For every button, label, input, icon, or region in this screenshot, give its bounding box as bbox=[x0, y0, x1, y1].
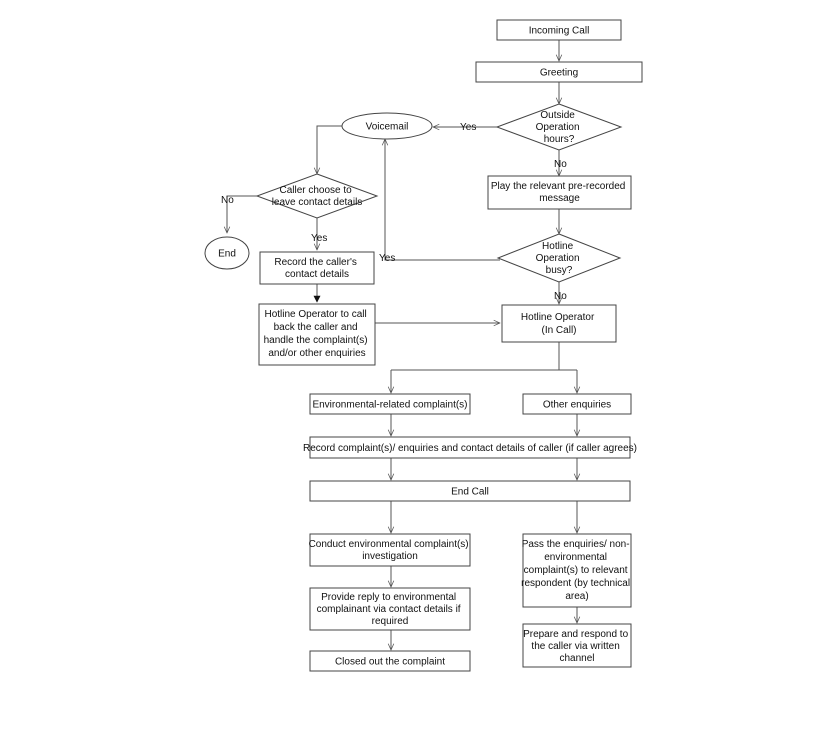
node-prepare-respond-line-3: channel bbox=[559, 653, 594, 664]
node-hotline-busy-line-2: Operation bbox=[536, 253, 580, 264]
node-hotline-busy-line-3: busy? bbox=[546, 265, 573, 276]
svg-text:Outside Operation: Outside Operation hours? bbox=[536, 110, 583, 145]
node-greeting-label: Greeting bbox=[540, 68, 578, 79]
node-conduct-investigation: Conduct environmental complaint(s) inves… bbox=[309, 533, 472, 567]
edge-label-choose-no: No bbox=[221, 195, 234, 206]
node-end-call: End Call bbox=[309, 480, 631, 502]
svg-text:Pass the enquiries/ non-: Pass the enquiries/ non- environmental c… bbox=[521, 539, 633, 602]
node-provide-reply-line-2: complainant via contact details if bbox=[317, 604, 461, 615]
node-record-contact: Record the caller's contact details bbox=[259, 251, 375, 285]
node-other-enquiries-label: Other enquiries bbox=[543, 400, 611, 411]
connectors bbox=[227, 40, 577, 650]
node-record-contact-line-1: Record the caller's bbox=[274, 257, 357, 268]
node-outside-hours-line-3: hours? bbox=[544, 134, 575, 145]
node-hotline-busy-decision: Hotline Operation busy? bbox=[496, 233, 622, 283]
node-caller-choose-decision: Caller choose to leave contact details bbox=[255, 173, 379, 219]
edge-voicemail-to-caller-choose bbox=[317, 125, 342, 174]
node-prepare-respond-line-1: Prepare and respond to bbox=[523, 629, 629, 640]
node-env-complaints-label: Environmental-related complaint(s) bbox=[312, 400, 467, 411]
node-pass-enquiries-line-5: area) bbox=[565, 591, 588, 602]
node-voicemail: Voicemail bbox=[341, 112, 433, 140]
node-record-complaints-label: Record complaint(s)/ enquiries and conta… bbox=[303, 443, 637, 454]
node-caller-choose-line-1: Caller choose to bbox=[279, 185, 352, 196]
node-caller-choose-line-2: leave contact details bbox=[272, 197, 363, 208]
node-voicemail-label: Voicemail bbox=[366, 122, 409, 133]
edge-labels: Yes No No Yes Yes No bbox=[221, 122, 567, 302]
svg-text:Prepare and respond to: Prepare and respond to the caller via wr… bbox=[523, 629, 631, 664]
node-outside-hours-line-1: Outside bbox=[540, 110, 575, 121]
node-record-complaints: Record complaint(s)/ enquiries and conta… bbox=[303, 436, 637, 459]
node-play-message-line-2: message bbox=[539, 193, 580, 204]
node-end-left: End bbox=[204, 236, 250, 270]
node-pass-enquiries-line-2: environmental bbox=[544, 552, 607, 563]
node-hotline-busy-line-1: Hotline bbox=[542, 241, 574, 252]
node-incoming-call: Incoming Call bbox=[496, 19, 622, 41]
edge-label-busy-no: No bbox=[554, 291, 567, 302]
node-prepare-respond-line-2: the caller via written bbox=[531, 641, 619, 652]
node-conduct-investigation-line-1: Conduct environmental complaint(s) bbox=[309, 539, 469, 550]
node-incoming-call-label: Incoming Call bbox=[529, 26, 590, 37]
node-play-message-line-1: Play the relevant pre-recorded bbox=[491, 181, 626, 192]
node-pass-enquiries: Pass the enquiries/ non- environmental c… bbox=[521, 533, 633, 608]
node-operator-in-call-line-1: Hotline Operator bbox=[521, 312, 595, 323]
svg-text:Caller choose to leave: Caller choose to leave contact details bbox=[272, 185, 363, 208]
node-provide-reply: Provide reply to environmental complaina… bbox=[309, 587, 471, 631]
node-pass-enquiries-line-3: complaint(s) to relevant bbox=[524, 565, 628, 576]
svg-text:Hotline Operator (In C: Hotline Operator (In Call) bbox=[521, 312, 597, 336]
node-prepare-respond: Prepare and respond to the caller via wr… bbox=[522, 623, 632, 668]
nodes: Incoming Call Greeting Outside Operation… bbox=[204, 19, 643, 672]
edge-busy-yes-to-voicemail bbox=[385, 139, 500, 261]
node-conduct-investigation-line-2: investigation bbox=[362, 551, 418, 562]
edge-label-outside-no: No bbox=[554, 159, 567, 170]
svg-text:Hotline Operator to call: Hotline Operator to call back the caller… bbox=[264, 309, 371, 359]
svg-text:Conduct environmental complain: Conduct environmental complaint(s) inves… bbox=[309, 539, 472, 562]
edge-choose-no-to-end bbox=[227, 195, 258, 233]
node-outside-hours-line-2: Operation bbox=[536, 122, 580, 133]
edge-label-choose-yes: Yes bbox=[311, 233, 327, 244]
node-end-left-label: End bbox=[218, 249, 236, 260]
node-provide-reply-line-1: Provide reply to environmental bbox=[321, 592, 456, 603]
svg-text:Hotline Operation: Hotline Operation busy? bbox=[536, 241, 583, 276]
node-closed-out: Closed out the complaint bbox=[309, 650, 471, 672]
node-end-call-label: End Call bbox=[451, 487, 489, 498]
node-operator-callback-line-2: back the caller and bbox=[274, 322, 358, 333]
node-pass-enquiries-line-1: Pass the enquiries/ non- bbox=[522, 539, 630, 550]
node-record-contact-line-2: contact details bbox=[285, 269, 349, 280]
node-operator-in-call: Hotline Operator (In Call) bbox=[501, 304, 617, 343]
node-greeting: Greeting bbox=[475, 61, 643, 83]
edge-label-busy-yes: Yes bbox=[379, 253, 395, 264]
node-operator-callback-line-3: handle the complaint(s) bbox=[264, 335, 368, 346]
node-operator-callback-line-4: and/or other enquiries bbox=[268, 348, 365, 359]
node-play-message: Play the relevant pre-recorded message bbox=[487, 175, 632, 210]
svg-text:Record the caller's co: Record the caller's contact details bbox=[274, 257, 359, 280]
node-outside-hours-decision: Outside Operation hours? bbox=[495, 103, 623, 151]
node-env-complaints: Environmental-related complaint(s) bbox=[309, 393, 471, 415]
node-provide-reply-line-3: required bbox=[372, 616, 409, 627]
node-operator-in-call-line-2: (In Call) bbox=[541, 325, 576, 336]
svg-text:Provide reply to environmental: Provide reply to environmental complaina… bbox=[317, 592, 464, 627]
node-operator-callback-line-1: Hotline Operator to call bbox=[264, 309, 366, 320]
edge-label-outside-yes: Yes bbox=[460, 122, 476, 133]
node-pass-enquiries-line-4: respondent (by technical bbox=[521, 578, 630, 589]
node-operator-callback: Hotline Operator to call back the caller… bbox=[258, 303, 376, 366]
svg-text:Play the relevant pre-recorded: Play the relevant pre-recorded message bbox=[491, 181, 628, 204]
node-closed-out-label: Closed out the complaint bbox=[335, 657, 445, 668]
node-other-enquiries: Other enquiries bbox=[522, 393, 632, 415]
